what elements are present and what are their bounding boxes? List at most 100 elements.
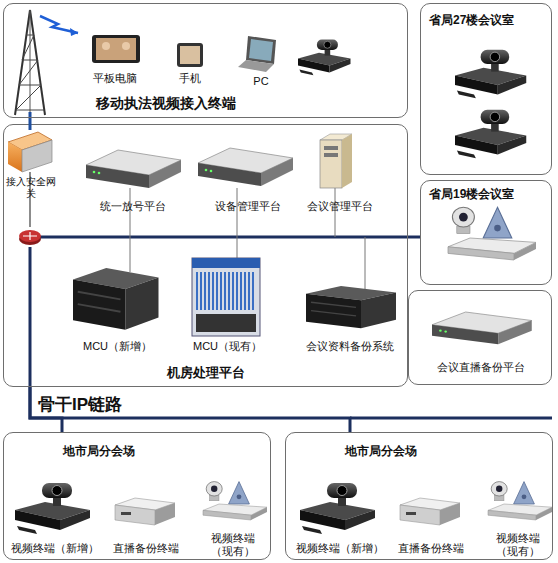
- phone-icon: [177, 43, 203, 67]
- group-heading: 省局19楼会议室: [429, 187, 545, 201]
- device-caption: 设备管理平台: [195, 200, 300, 213]
- bus-line: [30, 172, 552, 418]
- radio-tower: [30, 10, 31, 115]
- group-box: 机房处理平台 接入安全网关统一放号平台设备管理平台会议管理平台 MCU（新增） MCU…: [3, 124, 408, 387]
- server-tower-icon: [320, 134, 352, 188]
- device-caption: 接入安全网关: [5, 176, 57, 200]
- radio-tower: [15, 10, 78, 118]
- device-caption: 视频终端（现有）: [485, 532, 550, 558]
- bus-line: [237, 188, 238, 258]
- group-box: 移动执法视频接入终端 平板电脑 手机 PC: [3, 3, 408, 118]
- gateway-icon: [8, 132, 52, 172]
- device-node: 视频终端（现有）: [485, 480, 550, 558]
- server-tower-icon: [342, 134, 352, 188]
- router-icon: [19, 230, 41, 242]
- device-caption: 会议资料备份系统: [300, 340, 400, 353]
- video-terminal-icon: [300, 483, 375, 534]
- tablet-icon: [102, 42, 110, 50]
- video-terminal-icon: [15, 483, 90, 534]
- bus-line: [40, 236, 408, 239]
- device-node: 视频终端（新增）: [292, 470, 388, 555]
- group-heading: 会议直播备份平台: [409, 361, 553, 374]
- device-node: MCU（新增）: [70, 265, 165, 353]
- group-heading: 移动执法视频接入终端: [56, 95, 276, 112]
- live-box-icon: [400, 498, 460, 525]
- device-node: 手机: [165, 40, 215, 85]
- device-caption: MCU（新增）: [70, 340, 165, 353]
- bus-line: [365, 237, 366, 292]
- phone-icon: [177, 43, 203, 67]
- mcu-chassis-icon: [192, 258, 260, 336]
- group-box: 省局19楼会议室: [420, 180, 552, 285]
- group-box: 地市局分会场视频终端（新增） 直播备份终端 视频终端（现有）: [3, 432, 271, 560]
- device-node: 统一放号平台: [80, 145, 185, 213]
- bus-line: [29, 247, 32, 387]
- mcu-icon: [73, 268, 159, 330]
- mcu-chassis-icon: [197, 272, 253, 310]
- device-node: MCU（现有）: [185, 252, 270, 353]
- server-rack-icon: [198, 148, 293, 186]
- server-tower-icon: [320, 140, 342, 188]
- mcu-chassis-icon: [192, 258, 260, 268]
- device-caption: 统一放号平台: [80, 200, 185, 213]
- group-box: 会议直播备份平台: [408, 290, 552, 385]
- device-node: 会议资料备份系统: [300, 280, 400, 353]
- device-caption: 会议管理平台: [300, 200, 380, 213]
- device-node: 会议管理平台: [300, 130, 380, 213]
- radio-tower: [30, 10, 45, 115]
- device-caption: 视频终端（新增）: [292, 542, 388, 555]
- video-terminal-icon: [488, 482, 552, 520]
- group-heading: 地市局分会场: [345, 444, 465, 458]
- video-terminal-icon: [455, 50, 526, 98]
- laptop-icon: [238, 36, 276, 72]
- video-terminal-icon: [203, 482, 267, 520]
- live-box-icon: [115, 498, 175, 525]
- server-tower-icon: [324, 153, 338, 157]
- group-heading: 机房处理平台: [146, 365, 266, 381]
- gateway-icon: [8, 142, 22, 172]
- tablet-icon: [122, 42, 130, 50]
- device-caption: 直播备份终端: [393, 542, 468, 555]
- radio-tower: [16, 35, 44, 110]
- mcu-chassis-icon: [196, 314, 256, 332]
- video-terminal-icon: [298, 40, 351, 76]
- group-heading: 地市局分会场: [63, 444, 183, 458]
- device-caption: 手机: [165, 72, 215, 85]
- mcu-chassis-icon: [192, 258, 260, 336]
- device-node: 接入安全网关: [5, 130, 57, 200]
- laptop-icon: [238, 60, 274, 72]
- device-caption: PC: [236, 75, 286, 88]
- tablet-icon: [96, 38, 136, 60]
- router-icon: [19, 230, 41, 245]
- device-node: 直播备份终端: [393, 485, 468, 555]
- group-box: 地市局分会场视频终端（新增） 直播备份终端 视频终端（现有）: [285, 432, 553, 560]
- group-heading: 省局27楼会议室: [429, 13, 545, 27]
- device-node: 平板电脑: [85, 30, 145, 85]
- server-rack-icon: [432, 312, 532, 344]
- bus-line: [350, 417, 552, 420]
- network-link: [30, 387, 350, 432]
- radio-tower: [70, 28, 78, 36]
- server-tower-icon: [324, 146, 338, 150]
- device-caption: 视频终端（现有）: [200, 532, 265, 558]
- tablet-icon: [92, 35, 140, 63]
- video-terminal-icon: [455, 110, 526, 158]
- device-caption: 直播备份终端: [108, 542, 183, 555]
- device-node: 视频终端（新增）: [7, 470, 103, 555]
- device-caption: 平板电脑: [85, 72, 145, 85]
- device-caption: 视频终端（新增）: [7, 542, 103, 555]
- server-rack-icon: [86, 150, 181, 188]
- video-terminal-icon: [448, 207, 536, 260]
- laptop-icon: [249, 39, 273, 61]
- radio-tower: [15, 10, 30, 115]
- gateway-icon: [22, 140, 52, 172]
- link-label: 骨干IP链路: [38, 393, 122, 416]
- network-link: [29, 118, 32, 130]
- device-node: 直播备份终端: [108, 485, 183, 555]
- router-icon: [23, 232, 37, 240]
- device-node: 设备管理平台: [195, 145, 300, 213]
